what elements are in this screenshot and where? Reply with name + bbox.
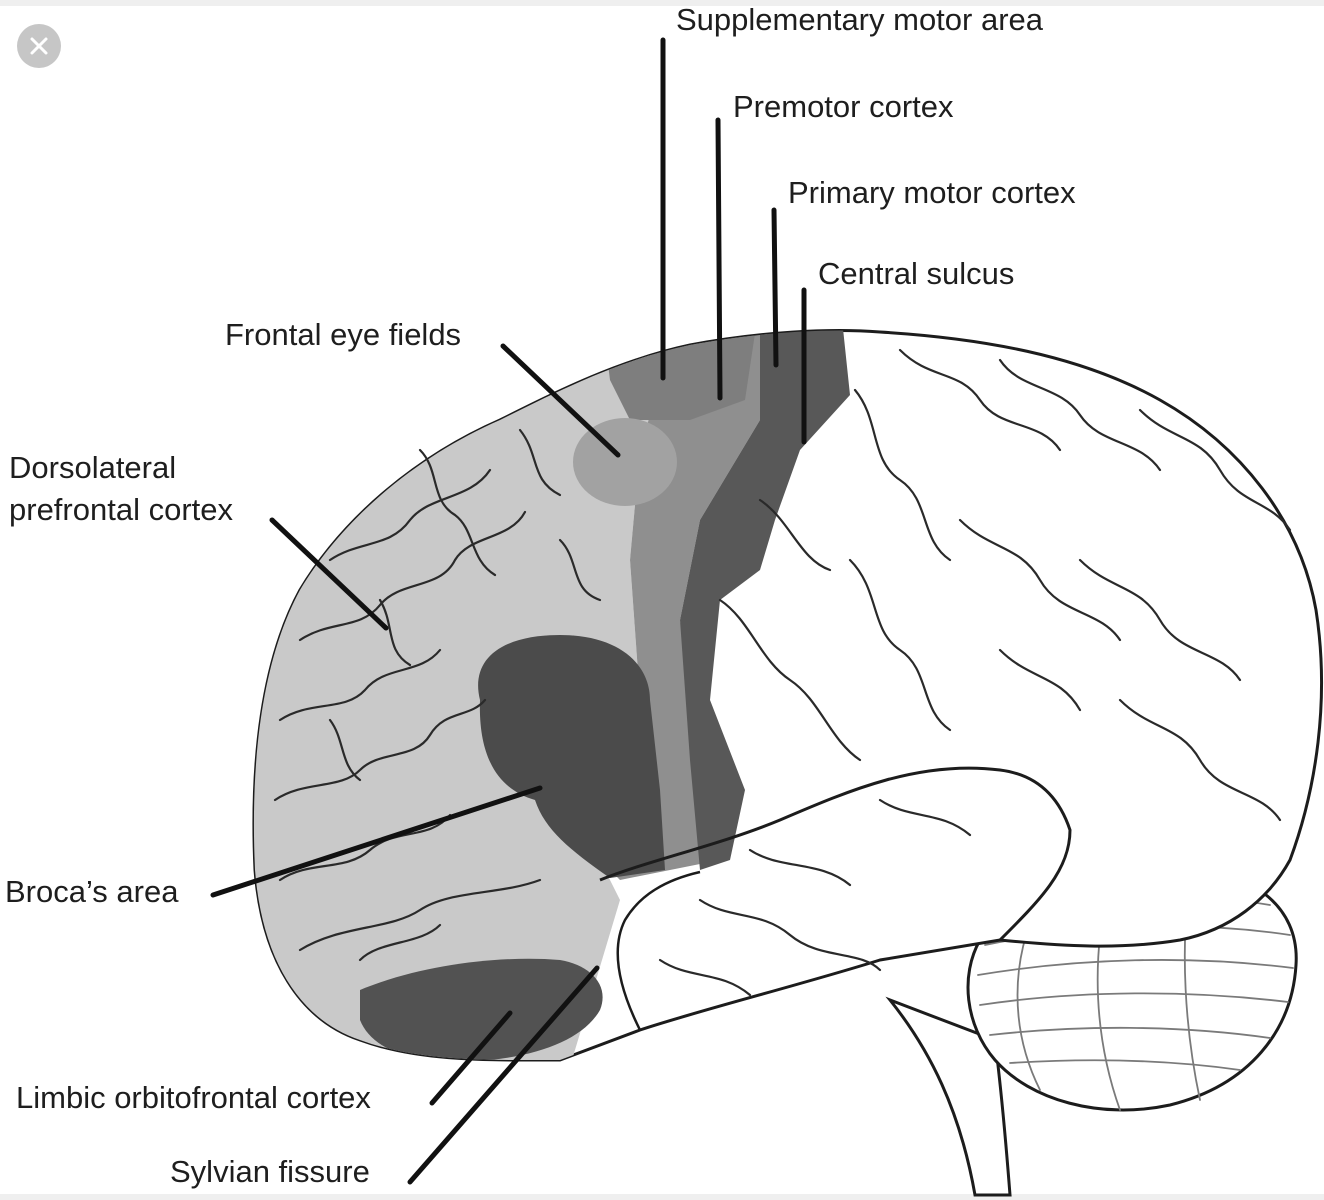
label-primary-motor-cortex: Primary motor cortex — [788, 175, 1076, 210]
label-dlpfc-line2: prefrontal cortex — [9, 492, 233, 527]
label-central-sulcus: Central sulcus — [818, 256, 1014, 291]
label-dlpfc-line1: Dorsolateral — [9, 450, 176, 485]
leader-lines — [210, 37, 807, 1185]
label-sylvian-fissure: Sylvian fissure — [170, 1154, 370, 1189]
close-button[interactable] — [17, 24, 61, 68]
temporal-lobe-outline — [599, 766, 1072, 942]
broca-region — [478, 635, 665, 878]
viewer-bottom-border — [0, 1194, 1324, 1200]
label-brocas-area: Broca’s area — [5, 874, 179, 909]
frontal-eye-fields-region — [573, 418, 677, 506]
viewer-top-border — [0, 0, 1324, 6]
orbitofrontal-region — [360, 958, 603, 1061]
frontal-gyri-lines — [273, 428, 602, 962]
label-limbic-orbitofrontal-cortex: Limbic orbitofrontal cortex — [16, 1080, 371, 1115]
label-supplementary-motor-area: Supplementary motor area — [676, 2, 1044, 37]
supplementary-motor-region — [600, 330, 760, 420]
temporal-lower-outline — [616, 870, 701, 1031]
posterior-gyri-lines — [658, 348, 1292, 997]
close-icon — [30, 37, 48, 55]
label-premotor-cortex: Premotor cortex — [733, 89, 954, 124]
primary-motor-region — [680, 330, 850, 870]
brain-stem — [885, 996, 1012, 1197]
label-frontal-eye-fields: Frontal eye fields — [225, 317, 461, 352]
